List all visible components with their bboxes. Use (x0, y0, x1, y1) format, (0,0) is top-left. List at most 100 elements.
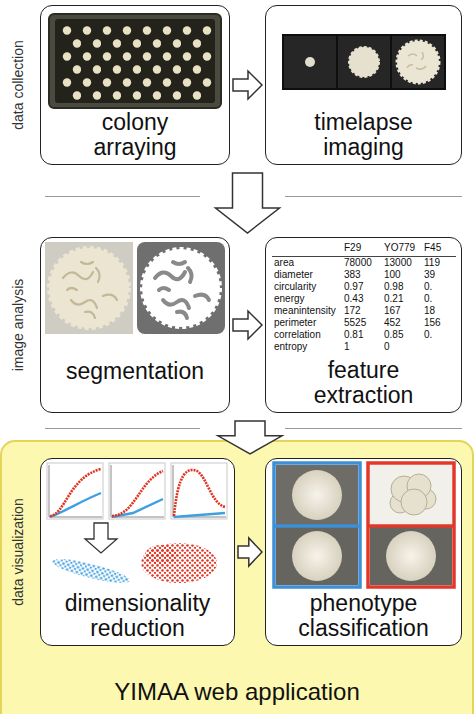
table-cell: perimeter (274, 317, 344, 329)
section-label: image analysis (10, 279, 26, 372)
art-rect (45, 242, 133, 334)
table-cell: 0. (424, 293, 460, 305)
art-rect (109, 463, 165, 519)
table-cell: 156 (424, 317, 460, 329)
art-ellipse (141, 543, 217, 583)
art-path (49, 465, 226, 517)
art-rect (282, 34, 446, 90)
process-box: segmentation (40, 237, 230, 413)
art-g (47, 463, 227, 519)
art-rect (338, 36, 390, 88)
table-cell: 452 (384, 317, 424, 329)
art-rect (55, 19, 215, 103)
art-path (407, 52, 426, 69)
table-cell: 0. (424, 329, 460, 341)
art-path (50, 469, 101, 516)
section-label-holder: data visualization (10, 498, 26, 605)
table-cell: 383 (344, 269, 384, 281)
table-cell: 13000 (384, 257, 424, 269)
art-circle (349, 47, 379, 77)
art-path (174, 470, 225, 516)
table-cell: circularity (274, 281, 344, 293)
art-rect (49, 14, 221, 108)
art-g (50, 469, 225, 516)
art-path (85, 523, 117, 553)
art-circle (397, 41, 439, 83)
table-cell: 0.98 (384, 281, 424, 293)
art-rect (370, 465, 452, 525)
app-band-fill (1, 441, 473, 714)
art-line (285, 428, 462, 429)
flow-arrow (238, 538, 262, 566)
table-cell: 167 (384, 305, 424, 317)
art-line (45, 196, 200, 197)
timelapse-illustration (266, 6, 460, 94)
art-ellipse (50, 555, 131, 588)
table-cell: 0.85 (384, 329, 424, 341)
section-label-holder: data collection (10, 40, 26, 130)
art-rect (47, 463, 103, 519)
art-line (274, 524, 360, 528)
art-rect (284, 36, 336, 88)
table-cell: area (274, 257, 344, 269)
flow-arrow (218, 421, 282, 454)
flow-arrow (233, 71, 262, 99)
art-ellipse (145, 545, 177, 565)
art-rect (137, 242, 225, 334)
art-path (155, 262, 209, 318)
table-cell: 0.21 (384, 293, 424, 305)
art-rect (370, 527, 452, 585)
table-cell: meanintensity (274, 305, 344, 317)
table-cell: 100 (384, 269, 424, 281)
table-cell: 119 (424, 257, 460, 269)
art-rect (276, 527, 358, 585)
art-circle (305, 57, 315, 67)
table-cell: entropy (274, 341, 344, 353)
art-circle (401, 489, 427, 515)
table-cell: 172 (344, 305, 384, 317)
node-label: timelapse imaging (294, 110, 434, 160)
table-cell: F29 (344, 242, 384, 257)
table-cell: 78000 (344, 257, 384, 269)
node-label: colony arraying (70, 110, 200, 160)
table-cell: energy (274, 293, 344, 305)
feature-table: F29YO779F45area7800013000119diameter3831… (274, 242, 460, 353)
table-cell: YO779 (384, 242, 424, 257)
art-circle (386, 531, 436, 581)
plate-illustration (41, 6, 227, 110)
art-path (112, 471, 163, 516)
art-circle (292, 531, 342, 581)
flow-arrow (233, 311, 262, 339)
process-box: timelapse imaging (265, 5, 462, 165)
section-label: data visualization (10, 498, 26, 605)
art-rect (276, 465, 358, 525)
table-cell: 0.43 (344, 293, 384, 305)
process-box: dimensionality reduction (40, 458, 235, 646)
flow-arrow (216, 173, 280, 233)
table-cell: 0. (424, 281, 460, 293)
art-circle (49, 248, 129, 328)
art-line (45, 428, 200, 429)
art-rect (61, 24, 212, 100)
art-rect (368, 463, 454, 587)
table-cell: 39 (424, 269, 460, 281)
phenotype-illustration (266, 459, 460, 591)
process-box: phenotype classification (265, 458, 462, 646)
table-cell: correlation (274, 329, 344, 341)
section-label: data collection (10, 40, 26, 130)
art-rect (171, 463, 227, 519)
art-circle (142, 249, 220, 327)
process-box: feature extractionF29YO779F45area7800013… (265, 237, 462, 413)
node-label: feature extraction (294, 358, 434, 408)
node-label: YIMAA web application (114, 678, 359, 706)
table-cell: 0.97 (344, 281, 384, 293)
section-label-holder: image analysis (10, 279, 26, 372)
table-cell: F45 (424, 242, 460, 257)
art-rect (274, 463, 360, 587)
table-cell: 18 (424, 305, 460, 317)
art-path (63, 262, 117, 318)
node-label: dimensionality reduction (53, 591, 223, 641)
table-cell: 1 (344, 341, 384, 353)
art-g (390, 474, 436, 515)
